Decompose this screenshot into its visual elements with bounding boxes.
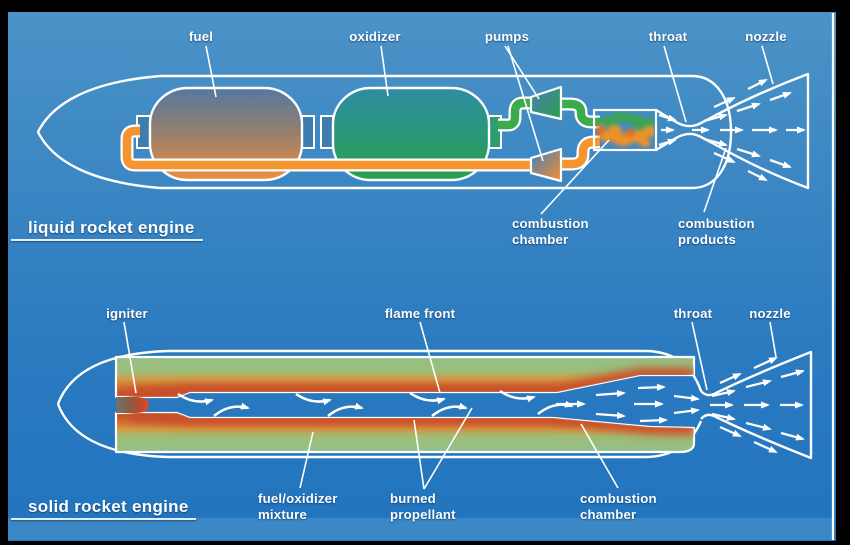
frame-top-bar — [0, 0, 850, 12]
fuel-label: fuel — [189, 29, 213, 44]
liquid-throat-nozzle — [655, 72, 810, 190]
pumps-leader-bottom — [507, 45, 544, 162]
fuel-oxidizer-leader — [299, 431, 314, 489]
solid-combustion-chamber-label-line1: combustion — [580, 491, 657, 506]
combustion-products-label-line2: products — [678, 232, 736, 247]
fuel-leader — [205, 45, 217, 98]
liquid-labels: fuel oxidizer pumps throat nozzle combus… — [11, 29, 787, 247]
frame-right-bar — [836, 0, 850, 545]
combustion-chamber — [592, 108, 658, 152]
fuel-tank — [148, 86, 304, 182]
fuel-tank-right-connector — [301, 115, 315, 149]
igniter — [116, 397, 149, 413]
nozzle-label: nozzle — [745, 29, 787, 44]
solid-rocket-engine: igniter flame front throat nozzle fuel/o… — [11, 306, 813, 522]
burned-propellant-label-line1: burned — [390, 491, 436, 506]
solid-title: solid rocket engine — [28, 497, 189, 516]
solid-combustion-chamber-leader — [580, 423, 619, 489]
burned-propellant-leader-right — [423, 407, 473, 490]
solid-labels: igniter flame front throat nozzle fuel/o… — [11, 306, 791, 522]
solid-combustion-chamber-label-line2: chamber — [580, 507, 636, 522]
frame-bottom-bar — [0, 541, 850, 545]
solid-throat-leader — [691, 321, 708, 391]
nozzle-leader — [761, 45, 774, 85]
fuel-oxidizer-label-line2: mixture — [258, 507, 307, 522]
oxidizer-tank-left-connector — [320, 115, 334, 149]
solid-throat-nozzle — [700, 350, 813, 460]
fuel-oxidizer-label-line1: fuel/oxidizer — [258, 491, 338, 506]
oxidizer-pipe — [498, 96, 600, 132]
oxidizer-tank — [331, 86, 491, 182]
combustion-flame — [596, 112, 654, 147]
flame-front-leader — [419, 321, 441, 394]
combustion-chamber-leader — [540, 139, 610, 215]
igniter-label: igniter — [106, 306, 148, 321]
burned-propellant-label-line2: propellant — [390, 507, 456, 522]
solid-throat-label: throat — [674, 306, 713, 321]
burned-propellant-leader-left — [413, 419, 425, 490]
solid-nozzle-label: nozzle — [749, 306, 791, 321]
combustion-chamber-label-line2: chamber — [512, 232, 568, 247]
oxidizer-pump — [529, 85, 563, 121]
pumps-label: pumps — [485, 29, 529, 44]
combustion-products-leader — [703, 147, 727, 213]
throat-label: throat — [649, 29, 688, 44]
fuel-pump — [529, 147, 563, 183]
oxidizer-label: oxidizer — [349, 29, 400, 44]
liquid-leader-lines — [205, 45, 774, 215]
solid-leader-lines — [123, 321, 777, 490]
liquid-exhaust-arrows — [658, 78, 806, 182]
solid-nozzle-leader — [769, 321, 777, 358]
flame-front-glow-bottom — [129, 413, 694, 435]
flame-front-glow-top — [129, 368, 694, 397]
oxidizer-leader — [380, 45, 389, 97]
flame-front-label: flame front — [385, 306, 456, 321]
igniter-leader — [123, 321, 137, 394]
solid-channel-arrows — [177, 389, 574, 417]
liquid-rocket-hull — [36, 74, 733, 190]
liquid-title: liquid rocket engine — [28, 218, 195, 237]
liquid-rocket-engine: fuel oxidizer pumps throat nozzle combus… — [11, 29, 810, 247]
throat-leader — [663, 45, 687, 123]
combustion-products-label-line1: combustion — [678, 216, 755, 231]
combustion-chamber-label-line1: combustion — [512, 216, 589, 231]
background-light-band — [8, 518, 834, 540]
fuel-pipe — [120, 124, 601, 172]
solid-exhaust-arrows — [556, 356, 805, 454]
frame-left-bar — [0, 0, 8, 545]
